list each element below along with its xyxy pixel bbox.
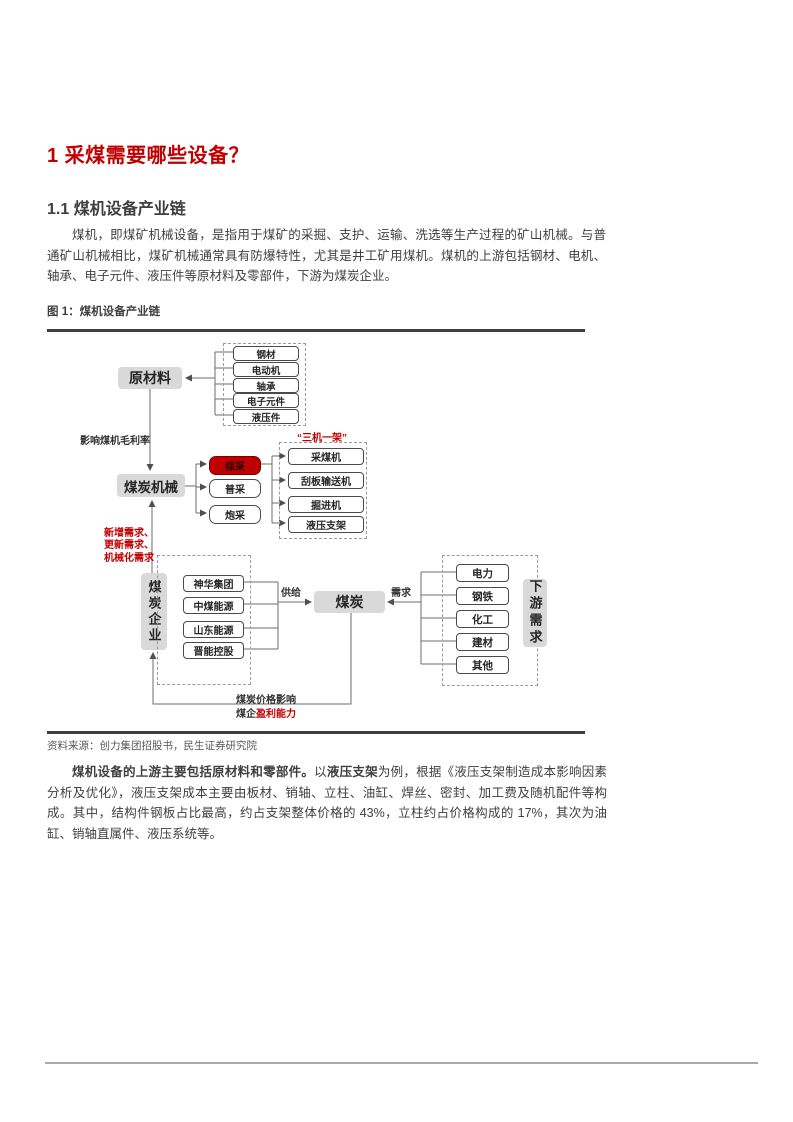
demand-type-mechanization: 机械化需求 (104, 552, 154, 564)
companies-group-frame (157, 555, 251, 685)
section-heading: 1 采煤需要哪些设备？ (47, 145, 250, 167)
gross-margin-label: 影响煤机毛利率 (80, 436, 150, 447)
company-jinneng: 晋能控股 (183, 642, 244, 659)
bold-run: 液压支架 (326, 765, 378, 779)
machine-shearer: 采煤机 (288, 448, 364, 465)
upstream-group-frame (223, 343, 306, 426)
companies-bus-line (242, 581, 279, 650)
company-shenhua: 神华集团 (183, 575, 244, 592)
profitability-label-dark: 煤企 (236, 709, 256, 720)
body-paragraph: 煤机设备的上游主要包括原材料和零部件。以液压支架为例，根据《液压支架制造成本影响… (47, 762, 607, 844)
downstream-bus-line (420, 571, 456, 665)
upstream-item-bearing: 轴承 (233, 378, 299, 393)
downstream-steel: 钢铁 (456, 587, 509, 605)
downstream-power: 电力 (456, 564, 509, 582)
three-machines-label: “三机一架” (297, 433, 347, 444)
figure-bottom-rule (47, 731, 585, 734)
machine-scraper-conveyor: 刮板输送机 (288, 472, 364, 489)
machines-group-frame (279, 442, 367, 539)
profitability-label-red: 盈利能力 (256, 709, 296, 720)
machine-hydraulic-support: 液压支架 (288, 516, 364, 533)
downstream-building: 建材 (456, 633, 509, 651)
upstream-bus-line (214, 351, 233, 416)
figure-source: 资料来源：创力集团招股书，民生证券研究院 (47, 740, 257, 752)
company-shandong: 山东能源 (183, 621, 244, 638)
text-run: 以 (314, 765, 327, 779)
supply-label: 供给 (281, 588, 301, 599)
downstream-chemical: 化工 (456, 610, 509, 628)
demand-type-new: 新增需求、 (104, 528, 154, 539)
upstream-item-hydraulic: 液压件 (233, 409, 299, 424)
intro-paragraph: 煤机，即煤矿机械设备，是指用于煤矿的采掘、支护、运输、洗选等生产过程的矿山机械。… (47, 228, 606, 284)
method-paocai: 炮采 (209, 505, 261, 524)
price-impact-label: 煤炭价格影响 (236, 695, 296, 706)
figure-top-rule (47, 329, 585, 332)
subsection-heading: 1.1 煤机设备产业链 (47, 201, 186, 218)
upstream-item-electronics: 电子元件 (233, 393, 299, 408)
downstream-other: 其他 (456, 656, 509, 674)
node-downstream-demand: 下游需求 (523, 579, 547, 647)
price-feedback-arrow (149, 613, 352, 705)
bold-run: 煤机设备的上游主要包括原材料和零部件。 (72, 765, 315, 779)
node-raw-materials: 原材料 (118, 367, 182, 389)
figure-caption: 图 1：煤机设备产业链 (47, 306, 161, 318)
demand-type-renew: 更新需求、 (104, 540, 154, 552)
demand-types-label: 新增需求、更新需求、机械化需求 (101, 528, 154, 565)
footer-rule (45, 1062, 758, 1064)
method-zongcai: 综采 (209, 456, 261, 475)
demand-label: 需求 (391, 588, 411, 599)
machines-bus-line (259, 456, 273, 523)
profitability-label: 煤企盈利能力 (226, 705, 306, 720)
company-zhongmei: 中煤能源 (183, 597, 244, 614)
node-coal: 煤炭 (314, 591, 385, 613)
node-coal-machinery: 煤炭机械 (117, 474, 185, 497)
text-run: 为例，根据《液压支架制造成本影响因素分析及优化》，液压支架成本主要由板材、销轴、… (47, 765, 607, 841)
upstream-item-steel: 钢材 (233, 346, 299, 361)
machine-roadheader: 掘进机 (288, 496, 364, 513)
method-pucai: 普采 (209, 479, 261, 498)
methods-bus-line (185, 464, 197, 513)
upstream-item-motor: 电动机 (233, 362, 299, 377)
